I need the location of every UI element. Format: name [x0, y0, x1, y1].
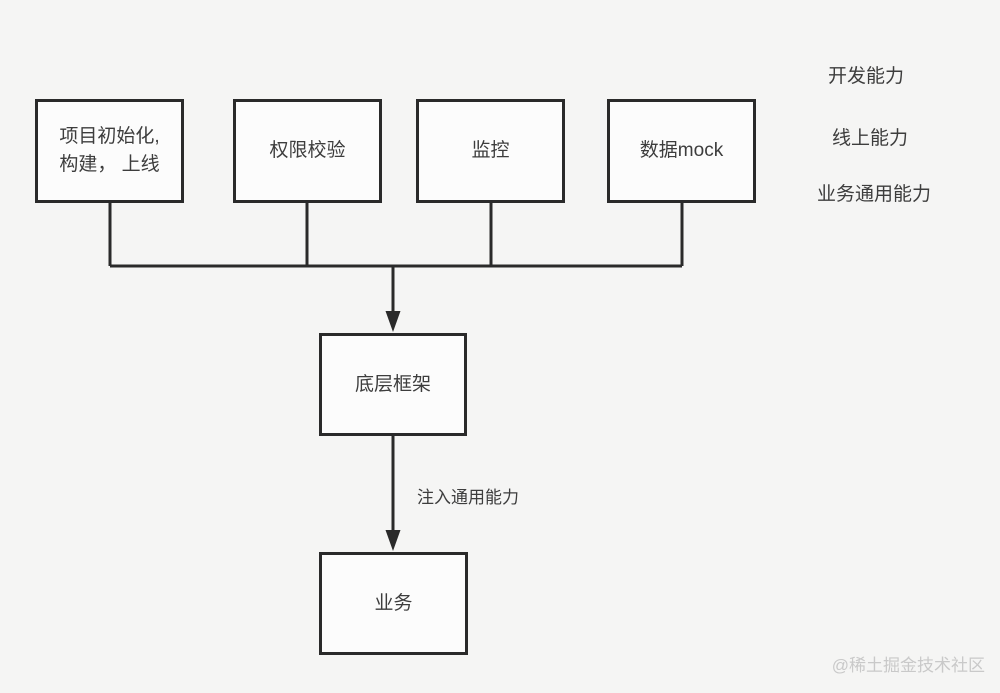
node-permission-check-label: 权限校验: [269, 140, 346, 162]
node-base-framework: 底层框架: [319, 333, 467, 436]
watermark: @稀土掘金技术社区: [831, 656, 985, 675]
node-project-init-label: 项目初始化, 构建， 上线: [59, 126, 160, 175]
box-drop-lines: [108, 202, 684, 266]
node-data-mock: 数据mock: [607, 99, 756, 203]
node-business: 业务: [319, 552, 468, 655]
node-permission-check: 权限校验: [233, 99, 382, 203]
side-label-dev-capability: 开发能力: [828, 66, 905, 87]
arrowhead-framework: [385, 311, 401, 332]
node-project-init: 项目初始化, 构建， 上线: [35, 99, 184, 203]
node-base-framework-label: 底层框架: [354, 373, 431, 395]
edge-label-inject-capability: 注入通用能力: [417, 488, 519, 507]
node-monitoring: 监控: [416, 99, 565, 203]
side-label-online-capability: 线上能力: [832, 128, 909, 149]
arrowhead-business: [385, 530, 401, 551]
node-monitoring-label: 监控: [471, 140, 510, 162]
node-data-mock-label: 数据mock: [639, 140, 724, 162]
node-business-label: 业务: [374, 592, 413, 614]
side-label-business-common-capability: 业务通用能力: [817, 184, 932, 205]
